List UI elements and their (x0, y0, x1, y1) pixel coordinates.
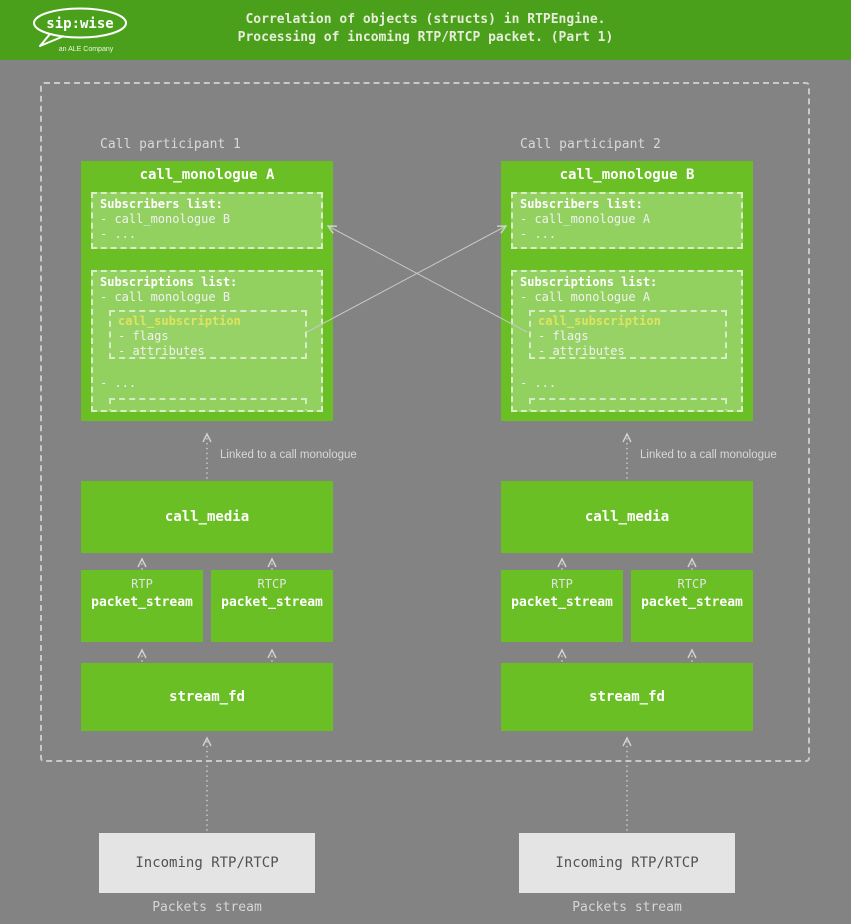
call-subscription-title: call_subscription (538, 314, 661, 328)
logo-subtext: an ALE Company (59, 46, 114, 53)
call-subscription-title: call_subscription (118, 314, 241, 328)
logo-text: sip:wise (46, 16, 113, 32)
call-subscription-item: - flags (538, 329, 589, 343)
page-title-line2: Processing of incoming RTP/RTCP packet. … (237, 30, 614, 45)
subscriptions-list-box: Subscriptions list: - call monologue B c… (91, 270, 323, 412)
rtcp-label: RTCP (257, 577, 287, 591)
call-monologue-b-box: call_monologue B Subscribers list: - cal… (501, 161, 753, 421)
subscriptions-list-title: Subscriptions list: (520, 275, 658, 289)
incoming-rtp-rtcp-box: Incoming RTP/RTCP (519, 833, 735, 893)
stream-fd-box: stream_fd (501, 663, 753, 731)
call-monologue-a-box: call_monologue A Subscribers list: - cal… (81, 161, 333, 421)
subscribers-list-box: Subscribers list: - call_monologue B - .… (91, 192, 323, 249)
packet-stream-title: packet_stream (91, 595, 193, 610)
subscribers-list-title: Subscribers list: (100, 197, 223, 211)
subscriber-item: - call_monologue B (100, 212, 231, 226)
subscriptions-more: - ... (520, 376, 557, 390)
packet-stream-title: packet_stream (221, 595, 323, 610)
stream-fd-title: stream_fd (169, 689, 245, 705)
call-monologue-b-title: call_monologue B (559, 167, 695, 183)
page-title-line1: Correlation of objects (structs) in RTPE… (245, 12, 606, 27)
packet-stream-rtcp-box: RTCP packet_stream (631, 570, 753, 642)
stream-fd-box: stream_fd (81, 663, 333, 731)
stream-fd-title: stream_fd (589, 689, 665, 705)
subscriptions-more: - ... (100, 376, 137, 390)
call-monologue-a-title: call_monologue A (139, 167, 275, 183)
rtcp-label: RTCP (677, 577, 707, 591)
call-subscription-box: call_subscription - flags - attributes (529, 310, 727, 359)
call-subscription-partial-box (109, 398, 307, 410)
packets-stream-label: Packets stream (572, 900, 682, 915)
call-media-box: call_media (81, 481, 333, 553)
call-subscription-box: call_subscription - flags - attributes (109, 310, 307, 359)
subscriptions-list-box: Subscriptions list: - call monologue A c… (511, 270, 743, 412)
call-media-title: call_media (164, 509, 250, 525)
rtp-label: RTP (131, 577, 153, 591)
packets-stream-label: Packets stream (152, 900, 262, 915)
packet-stream-title: packet_stream (511, 595, 613, 610)
incoming-rtp-rtcp-box: Incoming RTP/RTCP (99, 833, 315, 893)
call-media-title: call_media (584, 509, 670, 525)
subscriber-item: - ... (520, 227, 557, 241)
call-subscription-item: - attributes (538, 344, 625, 358)
subscriber-item: - call_monologue A (520, 212, 651, 226)
participant-1-column: Call participant 1 call_monologue A Subs… (81, 0, 357, 924)
linked-to-monologue-label: Linked to a call monologue (220, 449, 357, 461)
participant-2-column: Call participant 2 call_monologue B Subs… (501, 0, 777, 924)
call-subscription-item: - flags (118, 329, 169, 343)
subscribers-list-box: Subscribers list: - call_monologue A - .… (511, 192, 743, 249)
participant-2-label: Call participant 2 (520, 137, 661, 152)
packet-stream-rtcp-box: RTCP packet_stream (211, 570, 333, 642)
rtp-label: RTP (551, 577, 573, 591)
subscribers-list-title: Subscribers list: (520, 197, 643, 211)
subscription-item: - call monologue B (100, 290, 231, 304)
call-media-box: call_media (501, 481, 753, 553)
call-subscription-partial-box (529, 398, 727, 410)
subscription-item: - call monologue A (520, 290, 651, 304)
call-subscription-item: - attributes (118, 344, 205, 358)
packet-stream-rtp-box: RTP packet_stream (501, 570, 623, 642)
rtpengine-boundary (40, 82, 810, 762)
subscriptions-list-title: Subscriptions list: (100, 275, 238, 289)
sipwise-logo: sip:wise an ALE Company (33, 7, 127, 53)
page-title: Correlation of objects (structs) in RTPE… (0, 11, 851, 47)
packet-stream-rtp-box: RTP packet_stream (81, 570, 203, 642)
header-bar: sip:wise an ALE Company Correlation of o… (0, 0, 851, 60)
participant-1-label: Call participant 1 (100, 137, 241, 152)
packet-stream-title: packet_stream (641, 595, 743, 610)
subscriber-item: - ... (100, 227, 137, 241)
linked-to-monologue-label: Linked to a call monologue (640, 449, 777, 461)
